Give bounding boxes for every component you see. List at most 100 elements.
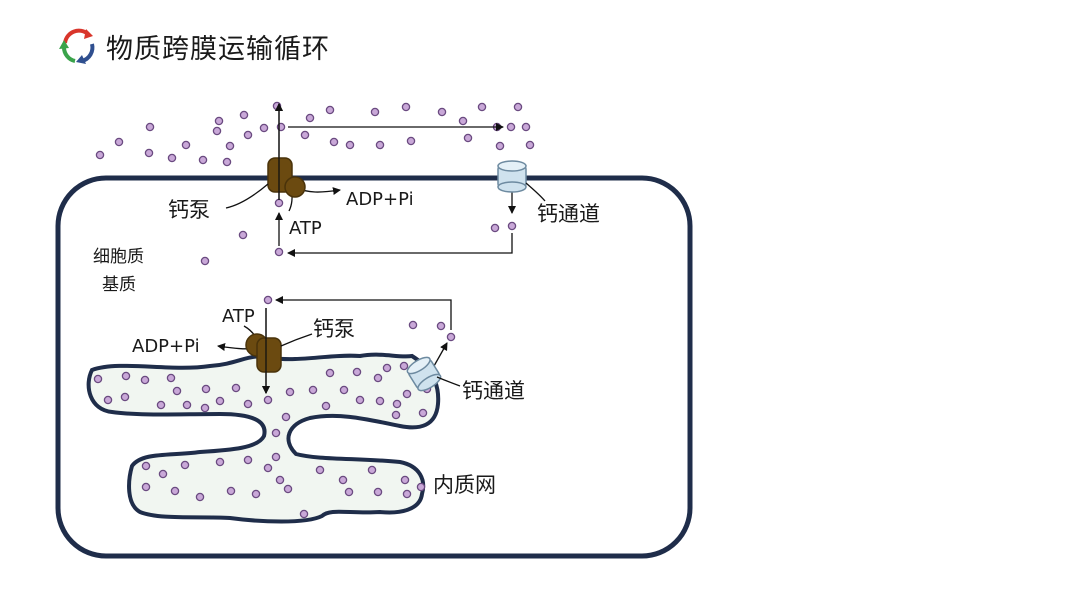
calcium-ion (271, 428, 281, 438)
calcium-ion (222, 157, 232, 167)
calcium-ion (225, 141, 235, 151)
calcium-ion (103, 395, 113, 405)
calcium-ion (285, 387, 295, 397)
calcium-ion (166, 373, 176, 383)
calcium-ion (195, 492, 205, 502)
calcium-ion (402, 389, 412, 399)
calcium-ion (495, 141, 505, 151)
calcium-ion (231, 383, 241, 393)
calcium-ion (144, 148, 154, 158)
calcium-ion (281, 412, 291, 422)
calcium-ion (463, 133, 473, 143)
calcium-ion (200, 403, 210, 413)
calcium-ion (477, 102, 487, 112)
calcium-ion (436, 321, 446, 331)
calcium-ion (275, 475, 285, 485)
calcium-ion (226, 486, 236, 496)
calcium-ion (140, 375, 150, 385)
calcium-ion (367, 465, 377, 475)
calcium-ion (180, 460, 190, 470)
calcium-ion (392, 399, 402, 409)
calcium-ion (375, 140, 385, 150)
calcium-ion (201, 384, 211, 394)
calcium-ion (315, 465, 325, 475)
calcium-ion (521, 122, 531, 132)
calcium-channel-top (497, 160, 527, 193)
calcium-ion (145, 122, 155, 132)
cytoplasm-return-arrow (287, 233, 513, 257)
calcium-ion (263, 295, 273, 305)
calcium-ion (141, 482, 151, 492)
calcium-ions (93, 101, 535, 519)
calcium-ion (338, 475, 348, 485)
cytoplasm-label-2: 基质 (102, 275, 136, 295)
calcium-ion (402, 489, 412, 499)
calcium-ion (121, 371, 131, 381)
calcium-ion (120, 392, 130, 402)
calcium-ion (344, 487, 354, 497)
channel-er-label: 钙通道 (462, 379, 525, 403)
endoplasmic-reticulum (86, 352, 441, 524)
calcium-ion (325, 105, 335, 115)
calcium-ion (156, 400, 166, 410)
calcium-ion (198, 155, 208, 165)
page-title: 物质跨膜运输循环 (106, 33, 330, 65)
atp-top-label: ATP (289, 218, 322, 239)
cycle-icon (59, 28, 95, 64)
er-label: 内质网 (433, 473, 496, 497)
calcium-ion (215, 457, 225, 467)
calcium-ion (259, 123, 269, 133)
calcium-ion (212, 126, 222, 136)
calcium-ion (243, 455, 253, 465)
calcium-ion (299, 509, 309, 519)
calcium-ion (352, 367, 362, 377)
calcium-pump-top (267, 157, 306, 198)
calcium-ion (182, 400, 192, 410)
calcium-ion (408, 320, 418, 330)
calcium-ion (263, 463, 273, 473)
calcium-ion (308, 385, 318, 395)
calcium-ion (214, 116, 224, 126)
calcium-ion (141, 461, 151, 471)
calcium-ion (339, 385, 349, 395)
calcium-ion (215, 396, 225, 406)
channel-er-arrow (433, 342, 448, 367)
calcium-ion (321, 401, 331, 411)
calcium-ion (525, 140, 535, 150)
calcium-ion (325, 368, 335, 378)
calcium-ion (373, 487, 383, 497)
header: 物质跨膜运输循环 (58, 26, 330, 66)
calcium-ion (345, 140, 355, 150)
calcium-ion (93, 374, 103, 384)
calcium-channel-er (406, 356, 442, 392)
calcium-ion (399, 361, 409, 371)
adp-top-label: ADP+Pi (346, 189, 414, 210)
calcium-ion (458, 116, 468, 126)
calcium-ion (391, 410, 401, 420)
calcium-ion (300, 130, 310, 140)
calcium-ion (375, 396, 385, 406)
calcium-ion (506, 122, 516, 132)
calcium-ion (513, 102, 523, 112)
calcium-ion (251, 489, 261, 499)
calcium-ion (305, 113, 315, 123)
calcium-ion (167, 153, 177, 163)
calcium-ion (243, 130, 253, 140)
calcium-ion (239, 110, 249, 120)
calcium-ion (418, 408, 428, 418)
calcium-ion (329, 137, 339, 147)
cytoplasm-label-1: 细胞质 (93, 247, 144, 267)
atp-er-label: ATP (222, 306, 255, 327)
calcium-ion (400, 475, 410, 485)
calcium-ion (263, 395, 273, 405)
calcium-ion (370, 107, 380, 117)
leader-lines (225, 182, 546, 387)
calcium-ion (274, 198, 284, 208)
calcium-ion (507, 221, 517, 231)
calcium-ion (355, 395, 365, 405)
calcium-ion (274, 247, 284, 257)
pump-er-label: 钙泵 (313, 317, 355, 341)
calcium-ion (158, 469, 168, 479)
calcium-ion (373, 373, 383, 383)
